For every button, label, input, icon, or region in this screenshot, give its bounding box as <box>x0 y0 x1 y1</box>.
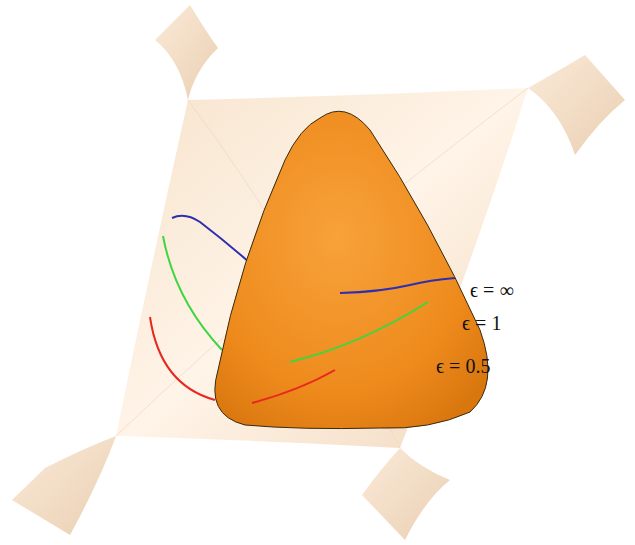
curve-inf <box>172 216 258 270</box>
surface-edge <box>116 88 528 436</box>
curve-1 <box>290 302 428 362</box>
body-surface <box>116 88 528 448</box>
curve-1 <box>163 236 222 350</box>
parameter-label: ϵ = ∞ <box>470 280 514 300</box>
parameter-label: ϵ = 1 <box>462 313 501 333</box>
corner-piece <box>362 448 450 540</box>
parameter-label: ϵ = 0.5 <box>436 356 490 376</box>
convex-region <box>215 111 488 428</box>
curve-05 <box>150 317 215 400</box>
corner-piece <box>12 436 116 535</box>
corner-piece <box>155 5 218 100</box>
curve-inf <box>340 278 455 293</box>
corner-piece <box>528 55 625 155</box>
curve-05 <box>252 370 335 403</box>
